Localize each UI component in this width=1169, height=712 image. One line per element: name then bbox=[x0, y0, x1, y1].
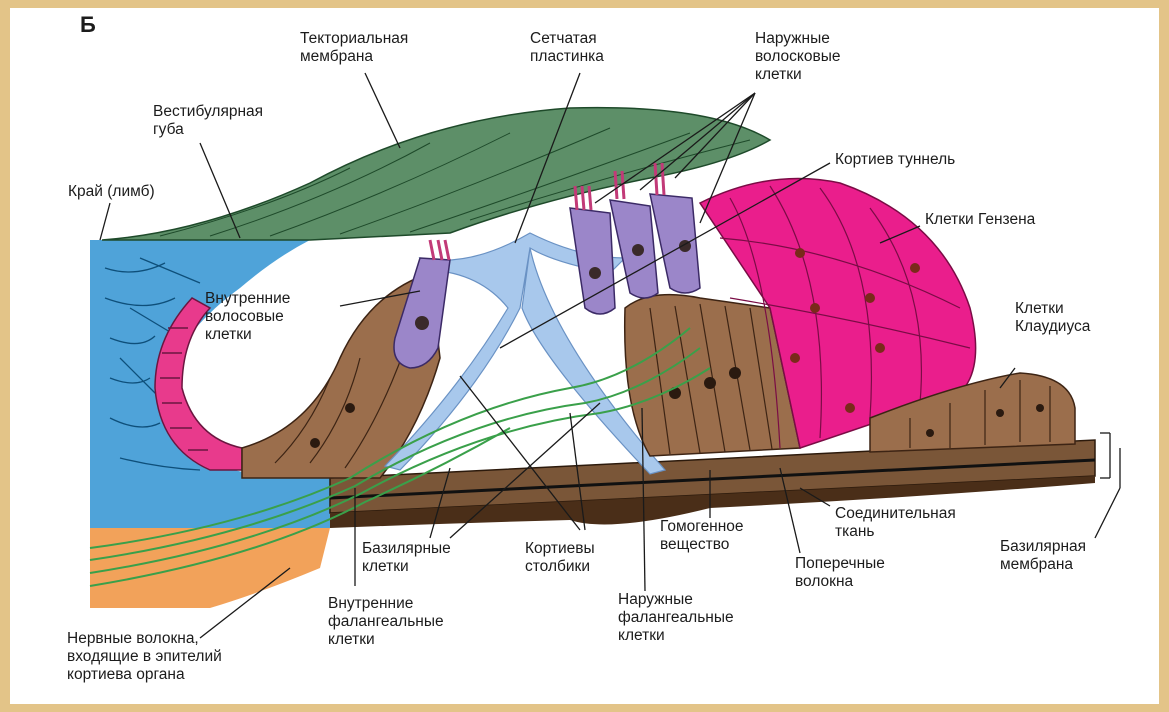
figure-frame: Б Текториальная мембрана Сетчатая пласти… bbox=[10, 8, 1159, 704]
limbus-region bbox=[90, 240, 340, 528]
label-basilar-cells: Базилярные клетки bbox=[362, 540, 451, 576]
label-vestibular-lip: Вестибулярная губа bbox=[153, 103, 263, 139]
label-nerve-fibers: Нервные волокна, входящие в эпителий кор… bbox=[67, 630, 222, 684]
label-outer-phalangeal-cells: Наружные фалангеальные клетки bbox=[618, 591, 734, 645]
label-hensen-cells: Клетки Гензена bbox=[925, 211, 1035, 229]
label-basilar-membrane: Базилярная мембрана bbox=[1000, 538, 1086, 574]
label-corti-pillars: Кортиевы столбики bbox=[525, 540, 595, 576]
inner-hair-cell bbox=[394, 258, 450, 368]
label-connective-tissue: Соединительная ткань bbox=[835, 505, 956, 541]
label-transverse-fibers: Поперечные волокна bbox=[795, 555, 885, 591]
label-claudius-cells: Клетки Клаудиуса bbox=[1015, 300, 1090, 336]
label-inner-phalangeal-cells: Внутренние фалангеальные клетки bbox=[328, 595, 444, 649]
figure-letter: Б bbox=[80, 16, 96, 34]
osseous-lamina bbox=[90, 528, 330, 608]
label-reticular-lamina: Сетчатая пластинка bbox=[530, 30, 604, 66]
label-limbus: Край (лимб) bbox=[68, 183, 155, 201]
label-homogeneous-substance: Гомогенное вещество bbox=[660, 518, 744, 554]
label-tectorial-membrane: Текториальная мембрана bbox=[300, 30, 408, 66]
label-outer-hair-cells: Наружные волосковые клетки bbox=[755, 30, 841, 84]
label-corti-tunnel: Кортиев туннель bbox=[835, 151, 955, 169]
label-inner-hair-cells: Внутренние волосовые клетки bbox=[205, 290, 290, 344]
